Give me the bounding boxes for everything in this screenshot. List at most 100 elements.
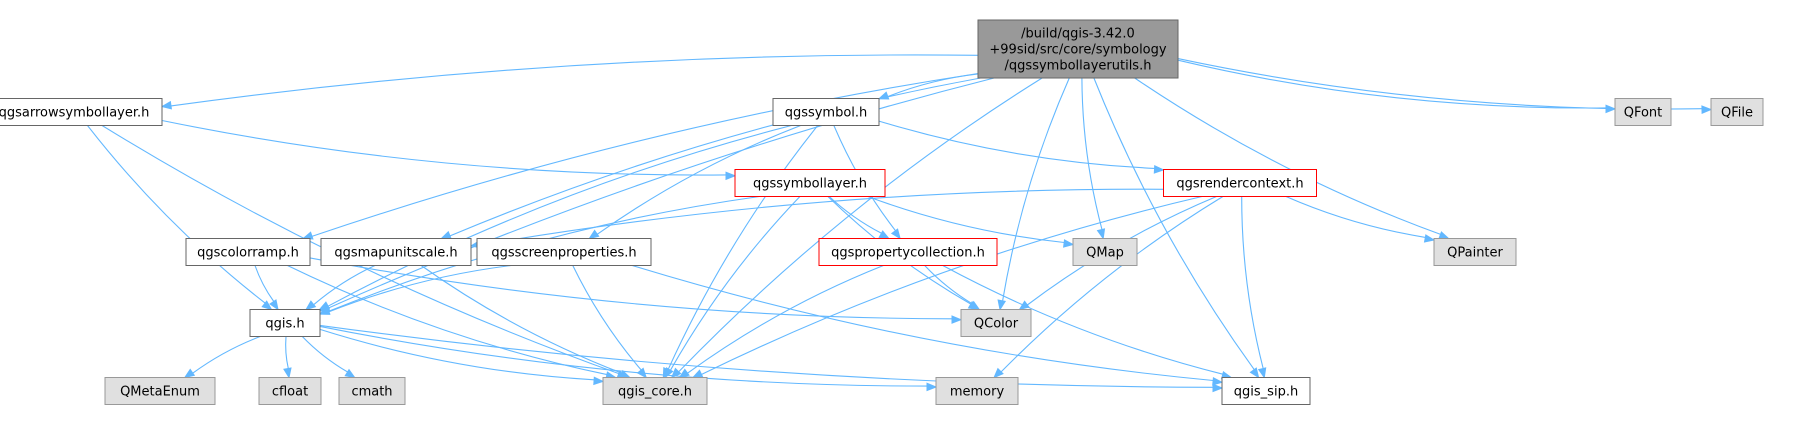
- node-box: [734, 169, 886, 197]
- edge-arrowhead: [1063, 239, 1075, 248]
- node-qfile[interactable]: QFile: [1710, 98, 1764, 126]
- edge-line: [192, 335, 261, 374]
- node-label: qgsscreenproperties.h: [491, 246, 636, 261]
- edge-screenprops-to-qgissip: [632, 264, 1224, 386]
- node-cmath[interactable]: cmath: [338, 377, 406, 405]
- node-box: [338, 377, 406, 405]
- node-label: QFile: [1721, 106, 1753, 121]
- node-label: qgspropertycollection.h: [831, 246, 985, 261]
- node-box: [1221, 377, 1311, 405]
- edge-symbol-to-rendercontext: [878, 120, 1165, 174]
- edge-arrowhead: [593, 376, 605, 386]
- edge-line: [1285, 195, 1426, 238]
- node-qmap[interactable]: QMap: [1072, 238, 1138, 266]
- node-box: [258, 377, 322, 405]
- edge-line: [1000, 196, 1224, 373]
- edge-line: [328, 264, 512, 313]
- edge-line: [867, 195, 1065, 244]
- edge-arrowhead: [1212, 377, 1224, 386]
- edge-line: [1134, 77, 1441, 235]
- edge-arrowhead: [1701, 105, 1713, 114]
- edge-root-to-qmap: [1081, 77, 1106, 240]
- edge-symbollayer-to-qmap: [867, 195, 1075, 248]
- edge-arrow-to-qgis: [87, 125, 273, 311]
- node-box: [772, 98, 880, 126]
- edge-line: [420, 265, 623, 374]
- edge-line: [572, 265, 642, 371]
- edge-arrowhead: [344, 368, 356, 379]
- node-label: cmath: [351, 385, 392, 400]
- node-cfloat[interactable]: cfloat: [258, 377, 322, 405]
- edge-arrowhead: [261, 300, 273, 311]
- edge-line: [701, 195, 1203, 375]
- node-box: [476, 238, 652, 266]
- edge-arrowhead: [926, 382, 938, 392]
- node-memory[interactable]: memory: [935, 377, 1019, 405]
- edge-arrowhead: [1212, 383, 1224, 393]
- edge-colorramp-to-qgis: [254, 265, 279, 311]
- edge-line: [924, 265, 973, 305]
- edge-arrowhead: [878, 230, 890, 240]
- node-label: qgssymbollayer.h: [753, 177, 867, 192]
- edge-line: [878, 120, 1155, 169]
- edge-qgis-to-qmetaenum: [183, 335, 261, 379]
- node-box: [249, 309, 321, 337]
- edge-root-to-qgissip: [1093, 77, 1260, 379]
- node-symbollayer[interactable]: qgssymbollayer.h: [734, 169, 886, 197]
- edge-line: [313, 265, 376, 306]
- node-propcoll[interactable]: qgspropertycollection.h: [818, 238, 998, 266]
- node-label: QFont: [1624, 106, 1663, 121]
- edge-arrowhead: [725, 171, 737, 181]
- node-box: [185, 238, 311, 266]
- node-qfont[interactable]: QFont: [1614, 98, 1672, 126]
- node-qgis[interactable]: qgis.h: [249, 309, 321, 337]
- edge-line: [311, 72, 979, 237]
- edge-line: [319, 325, 928, 387]
- edge-line: [319, 328, 595, 381]
- node-qmetaenum[interactable]: QMetaEnum: [104, 377, 216, 405]
- edge-qgis-to-qgiscore: [319, 328, 605, 386]
- edge-line: [328, 77, 995, 309]
- edge-line: [449, 77, 981, 237]
- edge-qgis-to-cmath: [301, 336, 356, 379]
- edge-line: [828, 196, 882, 234]
- edge-qgis-to-memory: [319, 325, 938, 392]
- edge-line: [1093, 77, 1255, 370]
- edge-line: [687, 264, 884, 374]
- node-root[interactable]: /build/qgis-3.42.0+99sid/src/core/symbol…: [977, 19, 1179, 79]
- edge-arrowhead: [160, 100, 172, 110]
- node-rendercontext[interactable]: qgsrendercontext.h: [1163, 169, 1317, 197]
- edge-rendercontext-to-memory: [993, 196, 1224, 379]
- node-box: [320, 238, 472, 266]
- node-mapunitscale[interactable]: qgsmapunitscale.h: [320, 238, 472, 266]
- edge-line: [1241, 196, 1264, 369]
- node-box: [602, 377, 708, 405]
- edge-propcoll-to-qcolor: [924, 265, 981, 311]
- node-qgiscore[interactable]: qgis_core.h: [602, 377, 708, 405]
- node-box: [1072, 238, 1138, 266]
- edge-mapunitscale-to-qgis: [305, 265, 376, 311]
- node-label: qgis_sip.h: [1234, 385, 1298, 400]
- node-label: QMetaEnum: [120, 385, 200, 400]
- node-label: qgsmapunitscale.h: [334, 246, 457, 261]
- node-qpainter[interactable]: QPainter: [1433, 238, 1517, 266]
- edge-arrowhead: [1257, 367, 1267, 379]
- edge-symbol-to-screenprops: [588, 124, 801, 240]
- edge-line: [942, 265, 1223, 375]
- node-colorramp[interactable]: qgscolorramp.h: [185, 238, 311, 266]
- node-screenprops[interactable]: qgsscreenproperties.h: [476, 238, 652, 266]
- node-arrow[interactable]: qgsarrowsymbollayer.h: [0, 98, 163, 126]
- edge-colorramp-to-qcolor: [309, 257, 963, 324]
- node-symbol[interactable]: qgssymbol.h: [772, 98, 880, 126]
- edge-line: [87, 125, 266, 304]
- edge-line: [285, 336, 289, 369]
- node-qcolor[interactable]: QColor: [960, 309, 1032, 337]
- node-label: qgscolorramp.h: [197, 246, 299, 261]
- edge-qgis-to-cfloat: [283, 336, 292, 379]
- edge-arrowhead: [993, 367, 1004, 379]
- node-qgissip[interactable]: qgis_sip.h: [1221, 377, 1311, 405]
- edge-arrowhead: [1096, 228, 1106, 240]
- edge-arrowhead: [968, 300, 981, 311]
- node-label: qgsarrowsymbollayer.h: [0, 106, 149, 121]
